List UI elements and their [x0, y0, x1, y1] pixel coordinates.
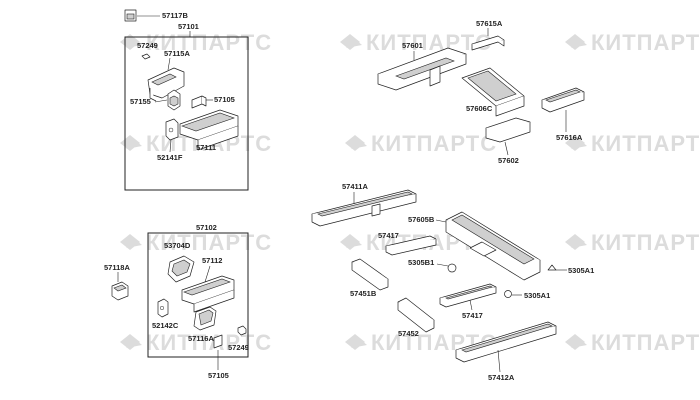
- label-52141F: 52141F: [157, 153, 183, 162]
- watermark-text: КИТПАРТС: [591, 30, 700, 55]
- watermark-6: КИТПАРТС: [565, 131, 700, 156]
- part-57118A[interactable]: [111, 281, 129, 301]
- label-5305A1-lower: 5305A1: [524, 291, 550, 300]
- watermark-2: КИТПАРТС: [340, 30, 492, 55]
- watermark-5: КИТПАРТС: [345, 131, 497, 156]
- part-57105[interactable]: [213, 334, 223, 349]
- label-57602: 57602: [498, 156, 519, 165]
- label-57105: 57105: [214, 95, 235, 104]
- watermark-9: КИТПАРТС: [565, 230, 700, 255]
- label-57102: 57102: [196, 223, 217, 232]
- label-57155: 57155: [130, 97, 151, 106]
- label-57101: 57101: [178, 22, 199, 31]
- label-57605B: 57605B: [408, 215, 435, 224]
- watermark-10: КИТПАРТС: [120, 330, 272, 355]
- label-57615A: 57615A: [476, 19, 503, 28]
- group-frame: [147, 232, 249, 358]
- part-57111[interactable]: [179, 109, 239, 151]
- part-57417-lower[interactable]: [439, 283, 497, 308]
- part-5305A1-right[interactable]: [547, 264, 557, 271]
- part-52142C[interactable]: [157, 298, 169, 318]
- part-57105[interactable]: [191, 95, 207, 109]
- part-57412A[interactable]: [455, 321, 557, 363]
- watermark-12: КИТПАРТС: [565, 330, 700, 355]
- part-57112[interactable]: [181, 275, 235, 313]
- label-57249: 57249: [137, 41, 158, 50]
- part-57605B[interactable]: [445, 211, 541, 281]
- label-57411A: 57411A: [342, 182, 368, 191]
- part-57452[interactable]: [397, 297, 435, 333]
- watermark-text: КИТПАРТС: [591, 131, 700, 156]
- watermark-layer: КИТПАРТС КИТПАРТС КИТПАРТС КИТПАРТС КИТП…: [120, 30, 700, 355]
- label-57616A: 57616A: [556, 133, 583, 142]
- label-57412A: 57412A: [488, 373, 515, 382]
- label-52142C: 52142C: [152, 321, 179, 330]
- part-57606C[interactable]: [461, 67, 525, 117]
- part-57116A[interactable]: [193, 306, 217, 331]
- label-57116A: 57116A: [188, 334, 214, 343]
- group-57101: 57117B 57101 57249 57115A 57155 57105: [124, 9, 249, 191]
- watermark-text: КИТПАРТС: [591, 330, 700, 355]
- part-57601[interactable]: [377, 47, 467, 91]
- part-53704D[interactable]: [167, 255, 195, 283]
- label-57117B: 57117B: [162, 11, 188, 20]
- label-57111: 57111: [196, 143, 216, 152]
- part-5305A1-lower[interactable]: [504, 290, 512, 298]
- watermark-3: КИТПАРТС: [565, 30, 700, 55]
- label-57417-upper: 57417: [378, 231, 399, 240]
- watermark-text: КИТПАРТС: [146, 30, 272, 55]
- label-53704D: 53704D: [164, 241, 191, 250]
- watermark-1: КИТПАРТС: [120, 30, 272, 55]
- part-57249[interactable]: [141, 53, 151, 60]
- part-57117B[interactable]: [124, 9, 137, 22]
- part-5305B1[interactable]: [447, 263, 457, 273]
- label-57417-lower: 57417: [462, 311, 483, 320]
- label-57105: 57105: [208, 371, 229, 380]
- watermark-text: КИТПАРТС: [146, 230, 272, 255]
- watermark-text: КИТПАРТС: [366, 30, 492, 55]
- part-52141F[interactable]: [165, 118, 179, 141]
- group-frame: [124, 36, 249, 191]
- label-5305A1-right: 5305A1: [568, 266, 594, 275]
- label-57118A: 57118A: [104, 263, 130, 272]
- part-57451B[interactable]: [351, 258, 389, 291]
- label-5305B1: 5305B1: [408, 258, 434, 267]
- label-57112: 57112: [202, 256, 222, 265]
- label-57606C: 57606C: [466, 104, 493, 113]
- part-57616A[interactable]: [541, 87, 585, 113]
- label-57452: 57452: [398, 329, 419, 338]
- group-lower-right: 57411A 57605B 57417 5305B1 5305A1: [311, 182, 594, 382]
- group-57102: 57102 53704D 57112 52142C 57116A: [147, 223, 249, 380]
- label-57601: 57601: [402, 41, 423, 50]
- watermark-7: КИТПАРТС: [120, 230, 272, 255]
- watermark-text: КИТПАРТС: [591, 230, 700, 255]
- watermark-text: КИТПАРТС: [371, 131, 497, 156]
- part-57249[interactable]: [237, 325, 247, 336]
- group-upper-right: 57615A 57601 57606C 57602: [377, 19, 585, 165]
- label-57115A: 57115A: [164, 49, 190, 58]
- part-57411A[interactable]: [311, 189, 417, 227]
- label-57451B: 57451B: [350, 289, 377, 298]
- part-57155[interactable]: [167, 89, 181, 111]
- part-57602[interactable]: [485, 117, 531, 143]
- part-57615A[interactable]: [471, 35, 505, 51]
- label-57249: 57249: [228, 343, 249, 352]
- watermark-text: КИТПАРТС: [146, 330, 272, 355]
- part-57417-upper[interactable]: [385, 235, 437, 256]
